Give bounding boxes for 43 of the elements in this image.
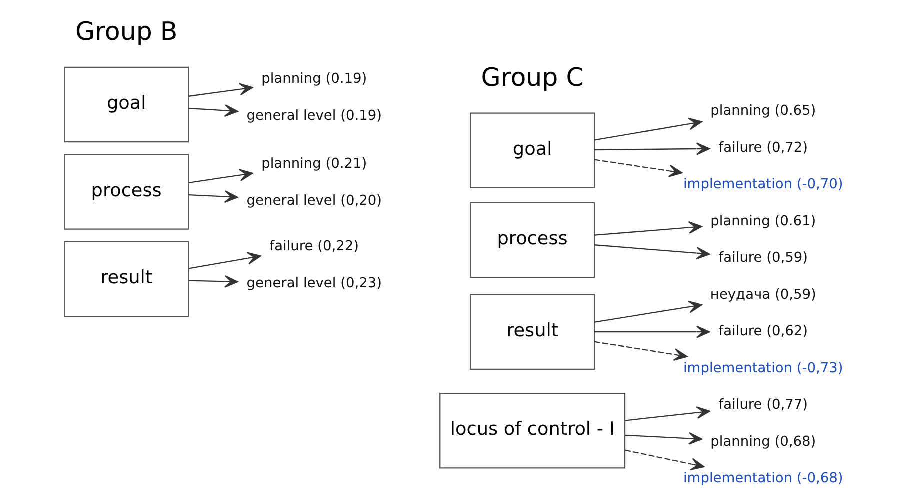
node-box: result [470, 294, 596, 370]
arrow [594, 341, 688, 361]
node-text: general level (0.19) [246, 108, 382, 124]
arrow [624, 406, 710, 422]
node-box: process [64, 154, 190, 230]
arrow [188, 190, 238, 204]
node-box: locus of control - I [440, 392, 626, 469]
node-text: general level (0,23) [246, 275, 382, 292]
node-text: planning (0.65) [710, 103, 816, 120]
node-text: planning (0.19) [262, 71, 368, 88]
arrow [594, 118, 702, 141]
node-text: implementation (-0,68) [684, 470, 844, 487]
arrow [594, 300, 702, 323]
node-text: failure (0,62) [718, 324, 808, 340]
node-text: planning (0,68) [710, 434, 816, 450]
arrow [625, 432, 702, 445]
arrow [594, 142, 710, 156]
arrow [594, 159, 683, 178]
arrow [188, 275, 238, 288]
arrow [594, 221, 702, 236]
node-text: failure (0,77) [718, 397, 808, 414]
arrow [594, 326, 710, 338]
node-text: planning (0.21) [262, 156, 368, 172]
arrow [188, 252, 262, 270]
node-text: general level (0,20) [246, 192, 382, 209]
node-box: process [470, 202, 596, 278]
node-text: implementation (-0,73) [684, 360, 844, 376]
node-text: неудача (0,59) [710, 286, 816, 303]
arrow [188, 169, 254, 184]
node-text: failure (0,72) [718, 140, 808, 156]
arrow [594, 244, 710, 260]
node-text: failure (0,59) [718, 250, 808, 266]
node-text: failure (0,22) [270, 238, 359, 255]
node-box: result [64, 241, 190, 318]
label: Group C [481, 62, 584, 92]
arrow [188, 83, 254, 97]
node-box: goal [470, 112, 596, 189]
label: Group B [75, 16, 178, 46]
node-box: goal [64, 66, 190, 143]
node-text: planning (0.61) [710, 213, 816, 230]
node-text: implementation (-0,70) [684, 176, 844, 193]
arrow [625, 450, 705, 470]
arrow [188, 104, 238, 117]
